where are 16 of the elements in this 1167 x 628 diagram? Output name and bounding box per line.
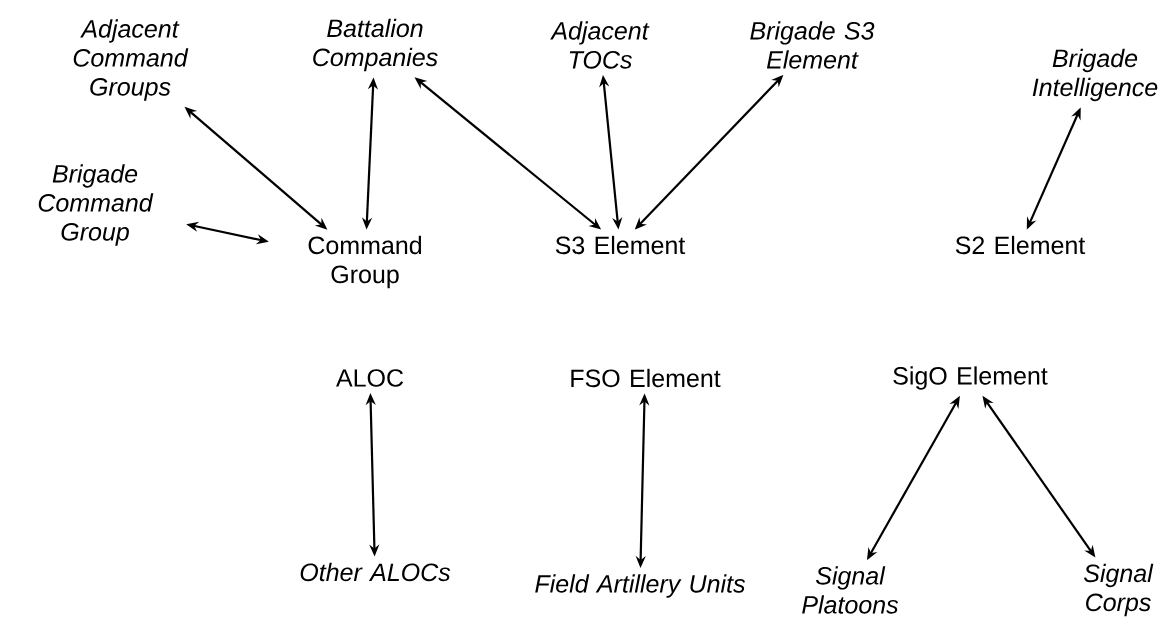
text-label: Other ALOCs — [300, 562, 451, 582]
text-label: Battalion Companies — [313, 18, 438, 72]
text-label: Brigade S3 Element — [750, 21, 875, 69]
text-label: SigO Element — [893, 366, 1048, 390]
text-label: FSO Element — [571, 368, 721, 388]
text-label: S3 Element — [555, 235, 686, 255]
text-label: Signal Platoons — [802, 566, 899, 614]
text-label: Field Artillery Units — [535, 574, 745, 598]
text-label: S2 Element — [955, 235, 1086, 255]
text-label: ALOC — [336, 369, 404, 387]
text-label: Brigade Intelligence — [1032, 48, 1158, 102]
text-label: Command Group — [308, 235, 422, 289]
text-label: Brigade Command Group — [38, 164, 154, 246]
text-label: Adjacent TOCs — [550, 21, 650, 69]
text-label: Signal Corps — [1083, 563, 1154, 617]
text-label: Adjacent Command Groups — [73, 19, 189, 101]
